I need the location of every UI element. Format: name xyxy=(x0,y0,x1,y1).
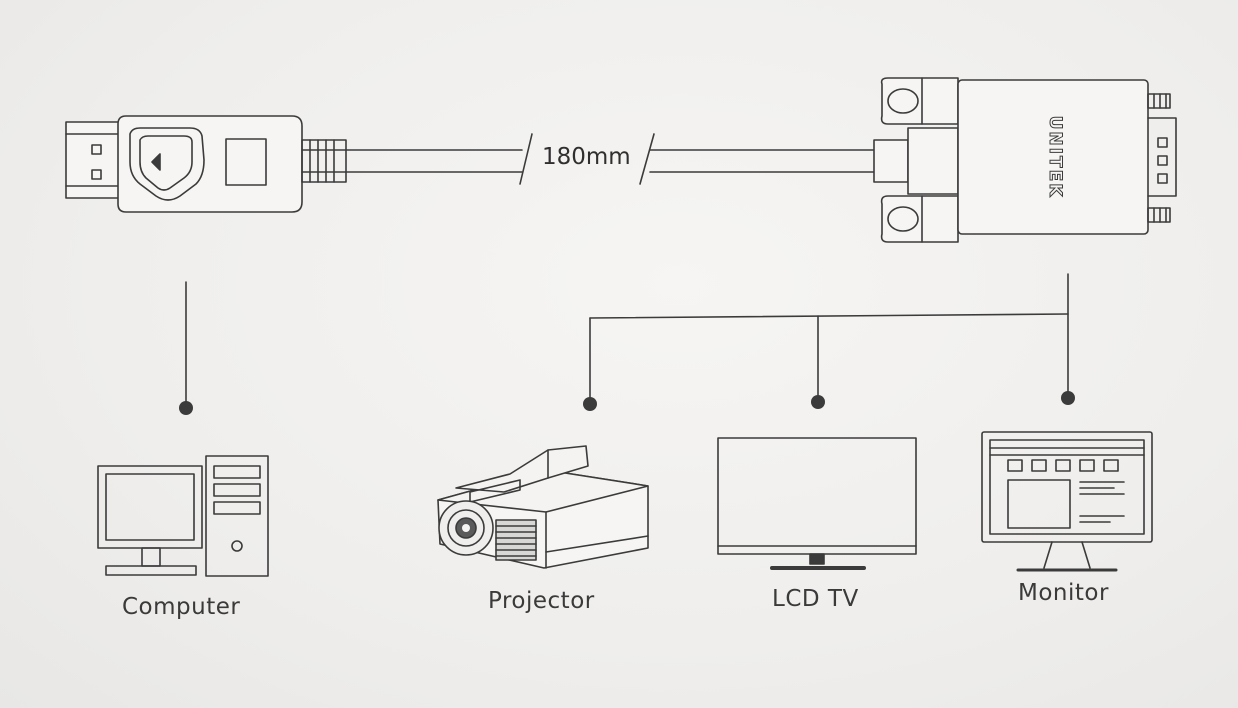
computer-connector-line xyxy=(179,281,193,415)
projector-icon xyxy=(437,445,649,569)
lcd-tv-icon xyxy=(717,437,917,570)
computer-icon xyxy=(97,455,269,577)
vga-connector-icon xyxy=(873,77,1177,243)
monitor-label: Monitor xyxy=(1018,580,1109,606)
cable-line xyxy=(345,133,875,185)
lcd-tv-label: LCD TV xyxy=(772,586,859,612)
computer-label: Computer xyxy=(122,594,241,620)
cable-length-label: 180mm xyxy=(540,144,633,170)
displayport-connector-icon xyxy=(65,115,347,213)
projector-label: Projector xyxy=(488,588,595,614)
output-branch-lines xyxy=(583,273,1075,411)
monitor-icon xyxy=(981,431,1153,572)
brand-logo: UNITEK xyxy=(1045,115,1066,199)
